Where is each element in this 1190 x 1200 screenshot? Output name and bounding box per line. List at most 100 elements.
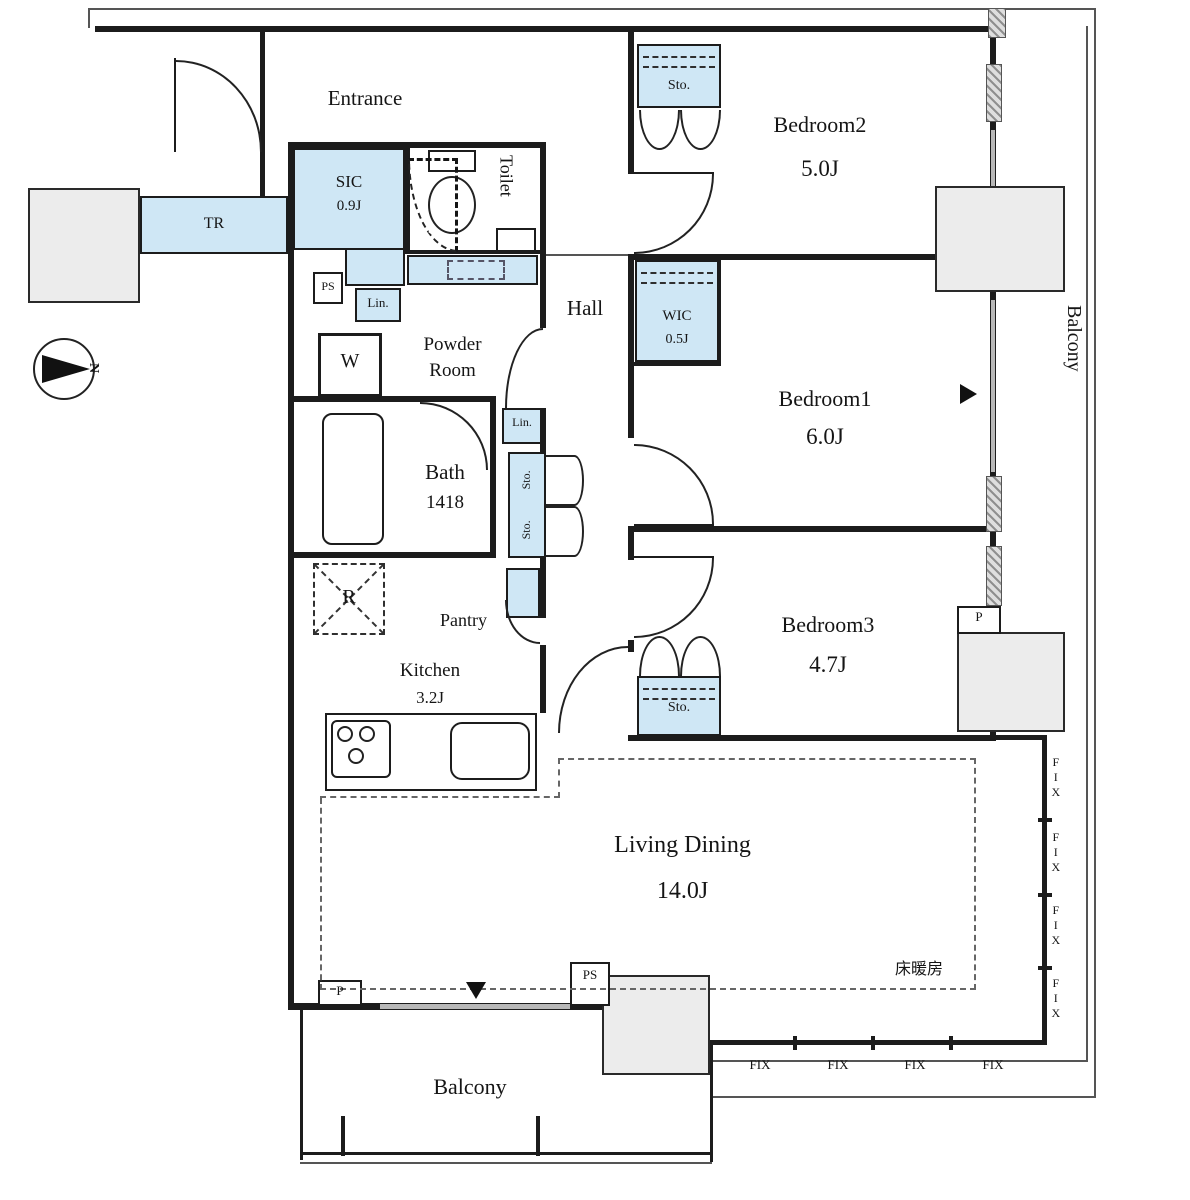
bedroom1-size-label: 6.0J — [806, 424, 844, 449]
wall-bath-right — [490, 396, 496, 558]
balcony-access-marker-icon — [960, 384, 977, 404]
floor-heating-label: 床暖房 — [895, 959, 944, 978]
stove-burner — [348, 748, 364, 764]
toilet-door-arc — [408, 158, 458, 252]
bedroom3-storage — [637, 676, 721, 736]
linen-mid-label: Lin. — [512, 415, 532, 429]
bedroom3-door-arc — [634, 558, 714, 638]
mullion-tick — [793, 1036, 797, 1050]
entrance-door-arc — [176, 60, 262, 152]
wall-bd1-bd3 — [628, 526, 996, 532]
trunk-room — [140, 196, 288, 254]
shelf-line — [641, 272, 713, 274]
trunk-room-label: TR — [203, 215, 225, 232]
window-bedroom1 — [991, 300, 995, 472]
ps-bottom-label: PS — [582, 967, 598, 982]
railing-right-inner — [1086, 26, 1088, 1062]
bedroom2-label: Bedroom2 — [773, 112, 867, 137]
stove-burner — [337, 726, 353, 742]
wall-bedroom-wing — [628, 26, 634, 174]
structure-hatch — [988, 8, 1006, 38]
wall-hall-left — [540, 556, 546, 618]
shelf-line — [643, 66, 715, 68]
outer-boundary-corner — [88, 8, 90, 28]
wall-hall-left — [540, 142, 546, 328]
folding-door — [546, 506, 584, 557]
kitchen-size-label: 3.2J — [416, 688, 444, 707]
structure-hatch — [986, 476, 1002, 532]
bedroom3-storage-label: Sto. — [667, 700, 691, 715]
bedroom3-size-label: 4.7J — [809, 652, 847, 677]
floor-heating-boundary — [558, 758, 976, 760]
balcony-divider-wall — [710, 1040, 713, 1162]
washer-label: W — [340, 350, 360, 372]
bedroom3-label: Bedroom3 — [781, 612, 875, 637]
folding-door — [680, 636, 721, 676]
wic-closet — [635, 260, 719, 362]
column-bottom — [602, 975, 710, 1075]
folding-door — [639, 636, 680, 676]
wall-wic-bottom — [628, 362, 721, 366]
fix-label-bottom: FIX — [749, 1057, 771, 1072]
fix-label-bottom: FIX — [982, 1057, 1004, 1072]
balcony-left-edge — [300, 1008, 303, 1160]
washbasin-counter — [407, 255, 538, 285]
kitchen-label: Kitchen — [399, 660, 461, 681]
linen-closet-mid — [502, 408, 542, 444]
mullion-tick — [1038, 893, 1052, 897]
bedroom1-label: Bedroom1 — [778, 386, 872, 411]
wall-left-main — [288, 142, 294, 1010]
pipe-space-bottom — [570, 962, 610, 1006]
bathtub — [322, 413, 384, 545]
window-wall-living-bottom — [712, 1040, 1047, 1045]
fix-label-right: FIX — [1048, 976, 1063, 1021]
fix-label-bottom: FIX — [904, 1057, 926, 1072]
compass-circle — [33, 338, 95, 400]
toilet-counter — [496, 228, 536, 252]
column-mid-right — [957, 632, 1065, 732]
balcony-bottom-outer-line — [300, 1162, 712, 1164]
wall-top — [95, 26, 998, 32]
shelf-line — [641, 282, 713, 284]
wall-bd2-bd1 — [628, 254, 996, 260]
sic-label: SIC — [335, 172, 363, 191]
bedroom2-door-leaf — [634, 172, 714, 174]
wall-bath-top — [288, 396, 495, 402]
column-left — [28, 188, 140, 303]
floor-heating-boundary — [320, 988, 976, 990]
wall-bedroom-wing — [628, 526, 634, 560]
bedroom1-door-leaf — [634, 524, 714, 526]
wall-living-step — [996, 735, 1046, 740]
ps-top-label: PS — [321, 279, 335, 293]
hall-label: Hall — [566, 296, 604, 320]
outer-boundary-top — [88, 8, 1096, 10]
p-left-label: P — [336, 983, 344, 998]
pantry-label: Pantry — [440, 610, 487, 630]
structure-hatch — [986, 64, 1002, 122]
bedroom1-door-arc — [634, 444, 714, 524]
floor-heating-boundary — [320, 796, 560, 798]
mullion-tick — [1038, 966, 1052, 970]
mullion-tick — [1038, 818, 1052, 822]
wic-size-label: 0.5J — [665, 332, 689, 347]
entrance-door-leaf — [174, 58, 176, 152]
fix-label-right: FIX — [1048, 830, 1063, 875]
fix-label-right: FIX — [1048, 903, 1063, 948]
wall-toilet-bottom — [405, 250, 546, 254]
washer-space — [318, 333, 382, 397]
floor-step-line — [546, 254, 628, 256]
bath-label: Bath — [425, 460, 465, 484]
balcony-access-marker-icon — [466, 982, 486, 999]
wall-bath-bottom — [288, 552, 496, 558]
outer-boundary-bottom-right — [712, 1096, 1096, 1098]
mullion-tick — [949, 1036, 953, 1050]
shelf-line — [643, 56, 715, 58]
folding-door — [680, 110, 721, 150]
powder-room-label: Powder — [423, 334, 482, 355]
folding-door — [639, 110, 680, 150]
balcony-right-label: Balcony — [1063, 305, 1085, 372]
refrigerator-space — [313, 563, 385, 635]
toilet-label: Toilet — [496, 155, 517, 197]
wall-toilet-top — [405, 142, 545, 148]
